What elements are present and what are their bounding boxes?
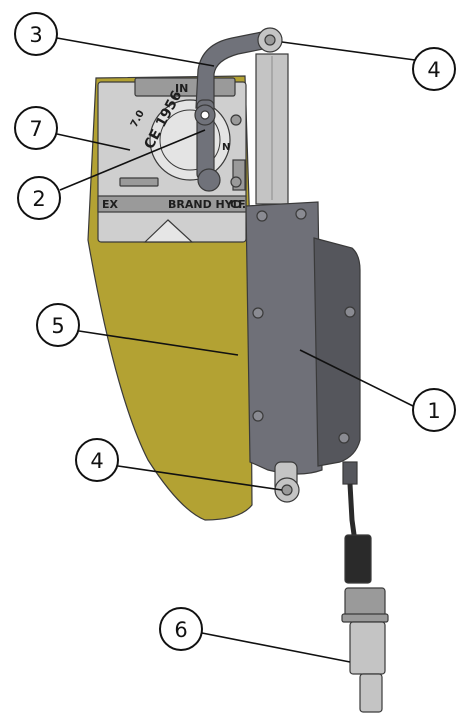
callout-2: 2 — [17, 176, 61, 220]
label-ex: EX — [102, 198, 119, 211]
callout-7-label: 7 — [29, 117, 42, 141]
connector-sleeve — [349, 621, 386, 675]
callout-4-top: 4 — [412, 47, 456, 91]
top-mount-hole — [264, 34, 276, 46]
callout-4-bottom-label: 4 — [90, 449, 103, 473]
leader-3 — [56, 37, 215, 67]
actuator-rod — [255, 27, 289, 205]
leader-1 — [299, 349, 418, 409]
callout-4-top-label: 4 — [427, 58, 440, 82]
callout-4-bottom-circle — [75, 438, 119, 482]
bottom-mount-hole — [281, 484, 293, 496]
housing-screw-4 — [252, 410, 264, 422]
lever-arm — [195, 31, 269, 109]
actuator-side — [313, 237, 361, 467]
callout-4-top-circle — [412, 47, 456, 91]
lever-knob — [197, 168, 221, 192]
lever-pivot-hub — [200, 110, 210, 120]
callouts: 3 4 7 2 5 1 4 6 — [14, 12, 456, 663]
valve-dial-ring — [159, 109, 221, 171]
callout-5-label: 5 — [51, 314, 64, 338]
connector-boot — [344, 534, 372, 584]
control-valve: IN EX BRAND HYD. CF CE 1956 7.0 N — [97, 77, 247, 243]
leader-4-top — [281, 41, 416, 61]
cable-connector — [341, 461, 389, 713]
label-dial-mark: N — [222, 142, 230, 153]
lever-assembly — [194, 31, 269, 192]
actuator-housing — [245, 201, 361, 475]
housing-screw-5 — [344, 306, 356, 318]
leader-6 — [201, 632, 351, 663]
housing-screw-1 — [256, 210, 268, 222]
cable-gland — [342, 461, 358, 485]
housing-screw-6 — [338, 432, 350, 444]
label-brand: BRAND HYD. — [168, 198, 246, 211]
callout-1: 1 — [412, 388, 456, 432]
valve-bolt-upper — [230, 114, 242, 126]
actuator-body — [245, 201, 323, 475]
leader-4-bottom — [117, 465, 283, 491]
housing-screw-3 — [252, 307, 264, 319]
valve-bolt-lower — [230, 176, 242, 188]
callout-6-circle — [159, 607, 203, 651]
leader-5 — [78, 330, 239, 356]
callout-3-circle — [14, 12, 58, 56]
callout-5: 5 — [36, 303, 80, 347]
callout-5-circle — [36, 303, 80, 347]
callout-3-label: 3 — [29, 23, 42, 47]
label-in: IN — [175, 82, 188, 95]
callout-3: 3 — [14, 12, 58, 56]
connector-tip — [359, 673, 383, 713]
leader-7 — [56, 133, 131, 151]
housing-screw-2 — [295, 208, 307, 220]
callout-7-circle — [14, 106, 58, 150]
callout-1-label: 1 — [427, 399, 440, 423]
callout-7: 7 — [14, 106, 58, 150]
nameplate-small — [119, 177, 159, 187]
valve-bottom-notch — [143, 219, 194, 243]
connector-ring — [341, 613, 389, 623]
callout-6-label: 6 — [174, 618, 187, 642]
callout-1-circle — [412, 388, 456, 432]
callout-2-label: 2 — [32, 187, 45, 211]
leader-2 — [59, 129, 206, 191]
callout-2-circle — [17, 176, 61, 220]
callout-6: 6 — [159, 607, 203, 651]
bottom-mount — [274, 461, 300, 503]
label-cf: CF — [230, 198, 246, 211]
valve-bottom-strip — [97, 195, 247, 213]
callout-4-bottom: 4 — [75, 438, 119, 482]
